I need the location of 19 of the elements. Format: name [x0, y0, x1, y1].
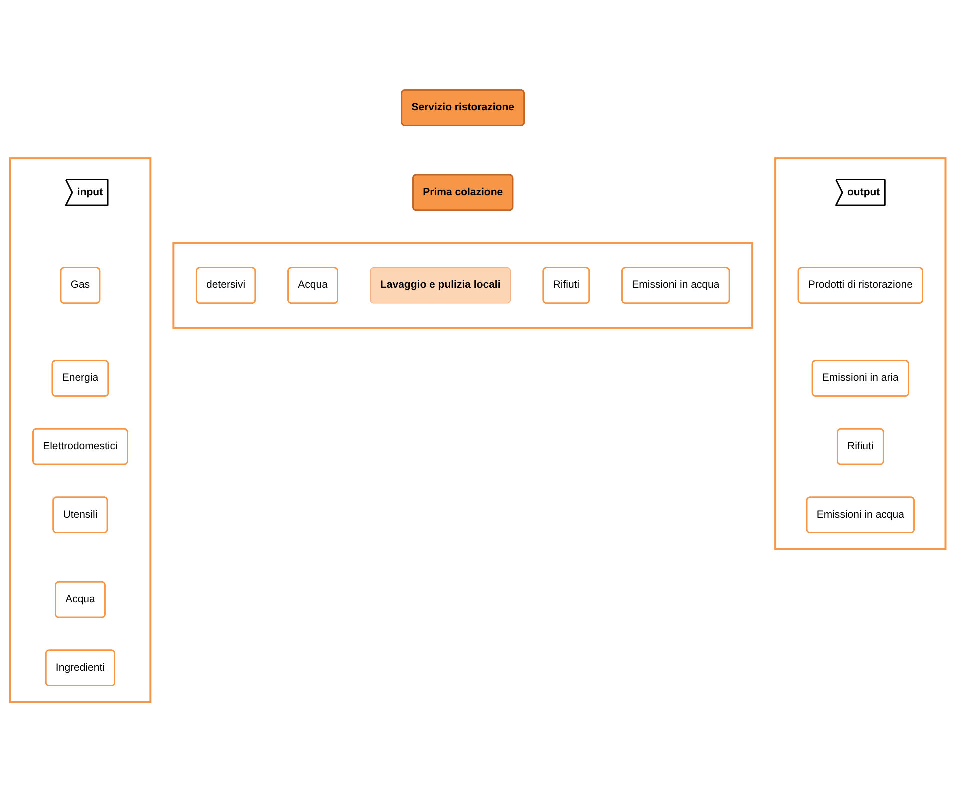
- item-box: Utensili: [52, 496, 108, 534]
- item-box: detersivi: [196, 266, 256, 304]
- process-box: Prima colazione: [412, 174, 514, 211]
- item-box: Energia: [52, 360, 110, 397]
- item-box: Elettrodomestici: [32, 428, 128, 465]
- process-box: Servizio ristorazione: [401, 89, 525, 126]
- item-box: Rifiuti: [542, 266, 590, 304]
- item-box: Emissioni in acqua: [622, 266, 730, 304]
- block-arrow: input: [65, 178, 109, 206]
- item-box: Prodotti di ristorazione: [798, 266, 924, 304]
- block-arrow: output: [836, 178, 886, 206]
- item-box: Rifiuti: [837, 428, 884, 465]
- item-box: Acqua: [55, 581, 106, 618]
- item-box: Gas: [60, 266, 101, 304]
- item-box: Ingredienti: [45, 649, 116, 686]
- item-box: Lavaggio e pulizia locali: [370, 267, 511, 304]
- item-box: Emissioni in acqua: [806, 496, 915, 534]
- item-box: Emissioni in aria: [812, 360, 910, 397]
- item-box: Acqua: [288, 266, 338, 304]
